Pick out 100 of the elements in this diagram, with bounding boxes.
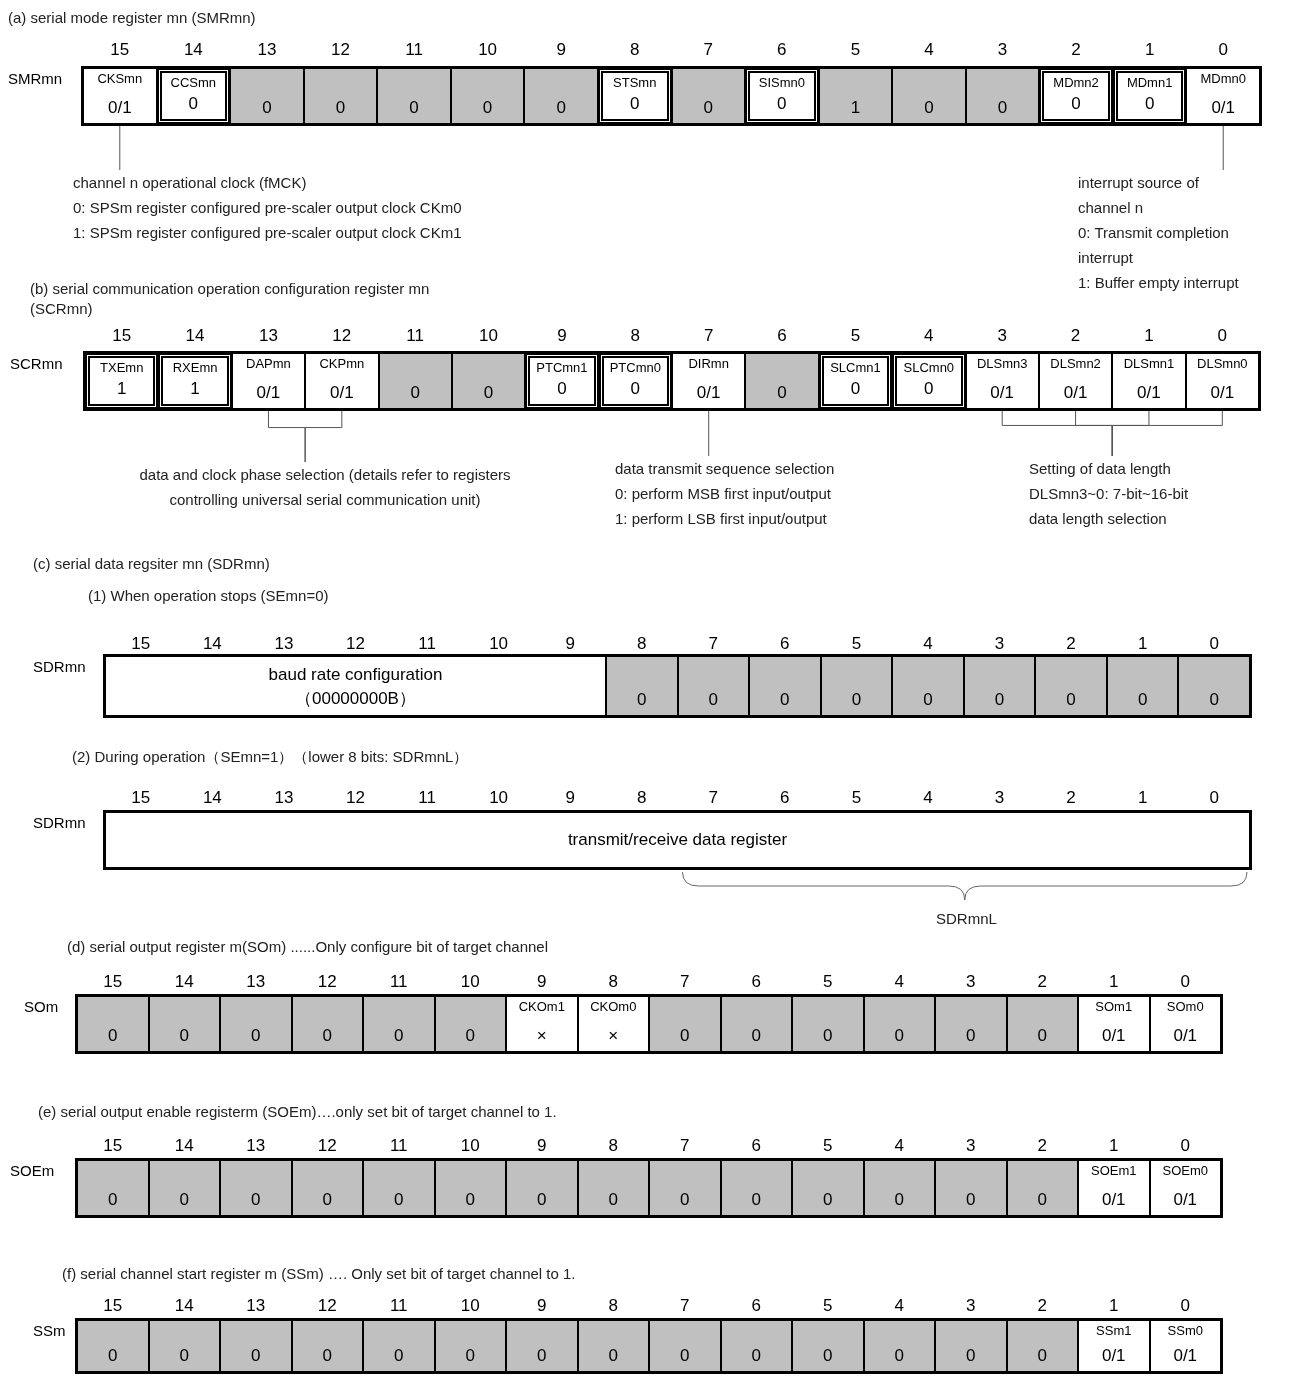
bit-value: 0 <box>822 1346 834 1366</box>
description-line: 1: SPSm register configured pre-scaler output clock CKm1 <box>73 223 463 243</box>
description-line: 1: perform LSB first input/output <box>615 509 828 529</box>
bit-number: 0 <box>1179 1136 1191 1156</box>
bit-cell <box>1112 353 1186 409</box>
bit-value: 0/1 <box>1100 1190 1127 1210</box>
bit-cell <box>720 1160 792 1216</box>
bit-value: 0 <box>321 1346 333 1366</box>
field-name: SISmn0 <box>757 75 806 90</box>
register-name: SOEm <box>10 1162 55 1179</box>
field-name: DAPmn <box>245 356 292 371</box>
bit-number: 11 <box>388 1136 409 1156</box>
bit-number: 10 <box>459 1136 481 1156</box>
bit-number: 9 <box>564 788 576 808</box>
bit-cell <box>605 656 678 716</box>
bit-number: 2 <box>1069 326 1082 346</box>
leader-line <box>708 408 710 457</box>
bit-value: 0 <box>321 1190 333 1210</box>
bit-cell <box>963 656 1036 716</box>
bit-number: 13 <box>257 326 279 346</box>
bit-value: 0/1 <box>1172 1190 1199 1210</box>
bit-cell <box>506 996 578 1052</box>
bit-value: 0 <box>629 94 641 114</box>
bit-number: 15 <box>102 1296 124 1316</box>
bit-cell <box>892 353 966 409</box>
bit-cell <box>649 1320 721 1372</box>
bit-cell <box>1078 1320 1150 1372</box>
bit-number: 11 <box>388 1296 409 1316</box>
bit-cell <box>672 353 746 409</box>
bit-cell <box>892 656 964 716</box>
description-line: 0: SPSm register configured pre-scaler output clock CKm0 <box>73 198 463 218</box>
bit-value: × <box>607 1026 620 1046</box>
bit-number: 6 <box>779 788 791 808</box>
bit-value: 0 <box>1065 690 1077 710</box>
bit-number: 0 <box>1217 40 1229 60</box>
bit-value: 0 <box>776 94 788 114</box>
bit-value: 0 <box>250 1190 262 1210</box>
bit-number: 7 <box>702 40 714 60</box>
section-heading: (d) serial output register m(SOm) ......Only configure bit of target channel <box>67 937 549 957</box>
field-name: STSmn <box>612 75 658 90</box>
bit-number: 14 <box>173 1136 195 1156</box>
bit-value: 0 <box>679 1026 691 1046</box>
bit-number: 6 <box>750 972 762 992</box>
bit-number: 5 <box>822 1136 834 1156</box>
bit-number: 2 <box>1065 634 1077 654</box>
field-name: DIRmn <box>687 356 730 371</box>
bit-value: 0 <box>776 383 788 403</box>
bit-number: 10 <box>477 40 499 60</box>
bit-number: 15 <box>111 326 133 346</box>
field-name: MDmn2 <box>1052 75 1100 90</box>
bit-value: 0 <box>965 1190 977 1210</box>
description-line: 0: perform MSB first input/output <box>615 484 832 504</box>
bit-cell <box>451 353 526 409</box>
bit-number: 4 <box>922 634 934 654</box>
bit-number: 10 <box>488 634 510 654</box>
bit-cell <box>792 1160 864 1216</box>
bit-number: 4 <box>922 788 934 808</box>
bit-cell <box>818 68 893 124</box>
bit-cell <box>818 353 893 409</box>
bit-cell <box>577 996 649 1052</box>
bit-cell <box>597 68 672 124</box>
bit-value: 0 <box>1036 1190 1048 1210</box>
bit-number: 14 <box>173 972 195 992</box>
bit-number: 13 <box>245 1296 267 1316</box>
bit-cell <box>363 1160 435 1216</box>
field-name: RXEmn <box>171 360 219 375</box>
bit-cell <box>148 1160 220 1216</box>
bit-number: 4 <box>923 326 935 346</box>
description-line: data transmit sequence selection <box>615 459 836 479</box>
bit-value: 0 <box>750 1346 762 1366</box>
bit-value: 0 <box>1208 690 1220 710</box>
bit-cell <box>1078 1160 1150 1216</box>
description-line: channel n operational clock (fMCK) <box>73 173 308 193</box>
section-heading: (e) serial output enable registerm (SOEm)….only set bit of target channel to 1. <box>38 1102 557 1122</box>
bit-number: 1 <box>1143 40 1156 60</box>
bit-number: 6 <box>776 326 788 346</box>
bit-cell <box>1006 1320 1078 1372</box>
bit-cell <box>291 1160 363 1216</box>
bit-cell <box>1039 68 1113 124</box>
section-heading: (2) During operation（SEmn=1）（lower 8 bits: SDRmnL） <box>72 747 469 767</box>
bit-number: 13 <box>245 972 267 992</box>
field-name: DLSmn1 <box>1122 356 1176 371</box>
bit-cell <box>230 68 304 124</box>
bit-value: 0 <box>536 1346 548 1366</box>
leader-line <box>119 123 121 171</box>
bit-value: 0/1 <box>1100 1346 1127 1366</box>
bit-number: 4 <box>923 40 935 60</box>
bit-number: 10 <box>459 1296 481 1316</box>
description-line: DLSmn3~0: 7-bit~16-bit data length selection <box>1029 484 1190 529</box>
field-name: CKPmn <box>318 356 366 371</box>
bit-number: 13 <box>245 1136 267 1156</box>
bit-number: 1 <box>1108 1136 1120 1156</box>
bit-cell <box>363 1320 435 1372</box>
bit-number: 7 <box>702 326 715 346</box>
bit-number: 15 <box>102 972 124 992</box>
bit-number: 13 <box>256 40 278 60</box>
field-name: CKOm0 <box>589 999 638 1014</box>
bit-number: 14 <box>201 634 223 654</box>
bit-number: 5 <box>822 972 834 992</box>
field-name: DLSmn2 <box>1049 356 1102 371</box>
